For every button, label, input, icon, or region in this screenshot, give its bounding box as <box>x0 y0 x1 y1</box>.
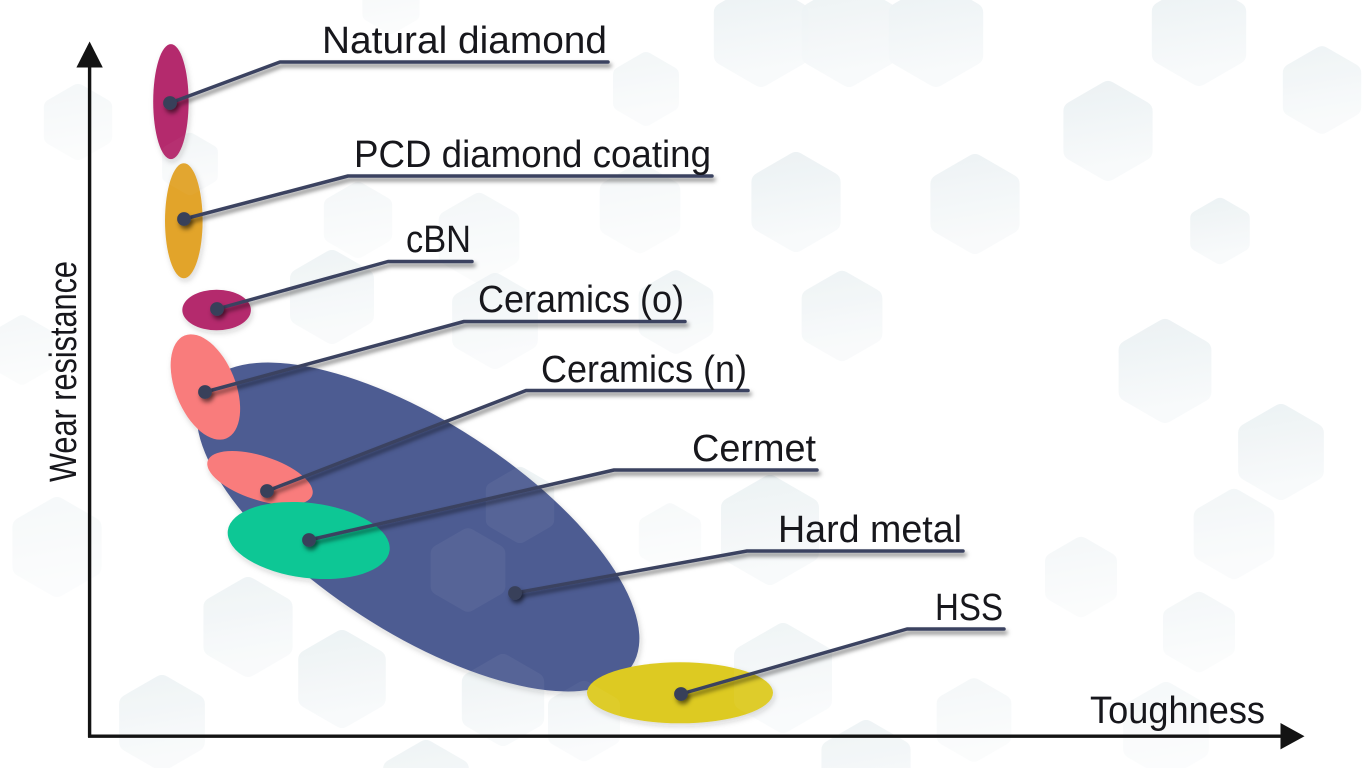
svg-text:Ceramics (o): Ceramics (o) <box>478 279 684 321</box>
svg-text:Cermet: Cermet <box>692 428 816 470</box>
svg-text:PCD diamond coating: PCD diamond coating <box>354 134 711 176</box>
svg-text:Toughness: Toughness <box>1090 690 1265 732</box>
svg-text:Hard metal: Hard metal <box>778 509 962 551</box>
svg-text:HSS: HSS <box>935 587 1003 629</box>
svg-text:Wear resistance: Wear resistance <box>43 261 85 482</box>
svg-text:Natural diamond: Natural diamond <box>322 20 607 62</box>
svg-text:cBN: cBN <box>406 219 471 261</box>
svg-text:Ceramics (n): Ceramics (n) <box>541 349 747 391</box>
